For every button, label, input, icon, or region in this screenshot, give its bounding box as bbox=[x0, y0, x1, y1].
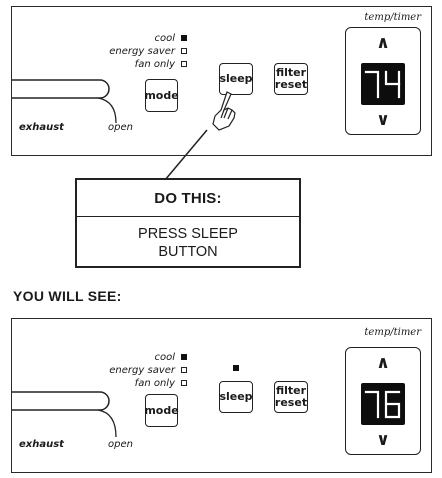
mode-button[interactable]: mode bbox=[144, 394, 179, 427]
up-arrow-icon[interactable]: ∧ bbox=[376, 353, 390, 373]
cool-indicator-icon bbox=[181, 354, 187, 360]
filter-label: filter bbox=[275, 66, 307, 79]
reset-label: reset bbox=[274, 78, 308, 91]
mode-button-label: mode bbox=[144, 403, 179, 417]
callout-body-line1: PRESS SLEEP bbox=[138, 226, 238, 242]
digit-4-icon bbox=[384, 70, 401, 99]
mode-fan-only-label: fan only bbox=[134, 59, 175, 70]
control-panel-before: cool energy saver fan only mode sleep fi… bbox=[11, 6, 432, 156]
fan-only-indicator-icon bbox=[181, 380, 187, 386]
temperature-display: 76 bbox=[361, 383, 405, 425]
mode-cool-label: cool bbox=[154, 352, 175, 363]
mode-energy-saver-label: energy saver bbox=[109, 365, 175, 376]
down-arrow-icon[interactable]: ∨ bbox=[376, 110, 390, 130]
mode-indicators: cool energy saver fan only bbox=[109, 32, 187, 71]
digit-7-icon bbox=[364, 70, 380, 99]
mode-fan-only: fan only bbox=[109, 58, 187, 71]
temp-timer-control: ∧ 76 ∨ bbox=[345, 347, 421, 455]
down-arrow-icon[interactable]: ∨ bbox=[376, 430, 390, 450]
digit-6-icon bbox=[384, 390, 401, 419]
energy-saver-indicator-icon bbox=[181, 367, 187, 373]
mode-indicators: cool energy saver fan only bbox=[109, 351, 187, 390]
temperature-display: 74 bbox=[361, 63, 405, 105]
callout-body-line2: BUTTON bbox=[158, 244, 218, 260]
open-label: open bbox=[108, 122, 133, 133]
callout-body: PRESS SLEEP BUTTON bbox=[77, 225, 299, 261]
energy-saver-indicator-icon bbox=[181, 48, 187, 54]
control-panel-after: cool energy saver fan only mode sleep fi… bbox=[11, 318, 432, 473]
digit-7-icon bbox=[364, 390, 380, 419]
sleep-indicator-icon bbox=[233, 365, 239, 371]
temp-timer-label: temp/timer bbox=[364, 12, 421, 23]
mode-energy-saver: energy saver bbox=[109, 45, 187, 58]
mode-cool: cool bbox=[109, 32, 187, 45]
exhaust-lever-icon[interactable] bbox=[12, 75, 117, 135]
seven-segment-digits bbox=[364, 70, 401, 99]
reset-label: reset bbox=[274, 396, 308, 409]
sleep-button[interactable]: sleep bbox=[219, 381, 253, 413]
mode-cool-label: cool bbox=[154, 33, 175, 44]
pointing-hand-icon bbox=[212, 91, 236, 131]
mode-fan-only: fan only bbox=[109, 377, 187, 390]
exhaust-label: exhaust bbox=[19, 439, 64, 450]
sleep-button[interactable]: sleep bbox=[219, 63, 253, 95]
instruction-callout: DO THIS: PRESS SLEEP BUTTON bbox=[75, 178, 301, 268]
sleep-button-label: sleep bbox=[219, 72, 253, 85]
filter-label: filter bbox=[275, 384, 307, 397]
seven-segment-digits bbox=[364, 390, 401, 419]
callout-divider bbox=[77, 216, 299, 217]
result-heading: YOU WILL SEE: bbox=[13, 288, 122, 304]
temp-timer-label: temp/timer bbox=[364, 327, 421, 338]
exhaust-lever-icon[interactable] bbox=[12, 387, 117, 447]
open-label: open bbox=[108, 439, 133, 450]
fan-only-indicator-icon bbox=[181, 61, 187, 67]
mode-energy-saver: energy saver bbox=[109, 364, 187, 377]
cool-indicator-icon bbox=[181, 35, 187, 41]
callout-title: DO THIS: bbox=[154, 190, 222, 207]
temp-timer-control: ∧ 74 ∨ bbox=[345, 27, 421, 135]
mode-button-label: mode bbox=[144, 88, 179, 102]
mode-button[interactable]: mode bbox=[144, 79, 179, 112]
mode-fan-only-label: fan only bbox=[134, 378, 175, 389]
up-arrow-icon[interactable]: ∧ bbox=[376, 33, 390, 53]
mode-energy-saver-label: energy saver bbox=[109, 46, 175, 57]
mode-cool: cool bbox=[109, 351, 187, 364]
sleep-button-label: sleep bbox=[219, 390, 253, 403]
exhaust-label: exhaust bbox=[19, 122, 64, 133]
